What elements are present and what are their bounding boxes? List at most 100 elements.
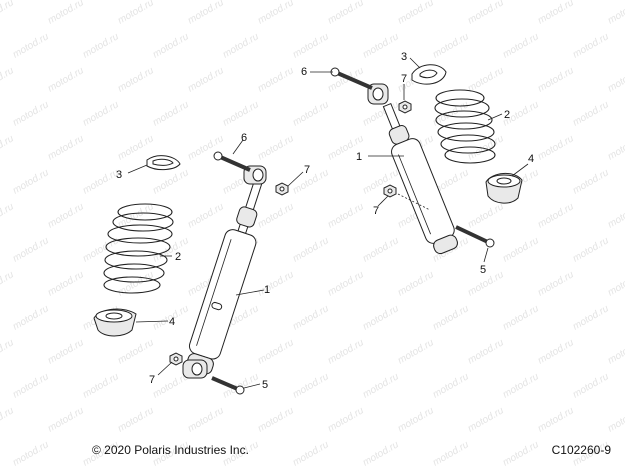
watermark-text: motod.ru bbox=[116, 337, 156, 366]
watermark-text: motod.ru bbox=[0, 201, 16, 230]
watermark-text: motod.ru bbox=[291, 235, 331, 264]
watermark-text: motod.ru bbox=[11, 303, 51, 332]
callout-left-7-upper: 7 bbox=[304, 164, 310, 176]
watermark-text: motod.ru bbox=[326, 269, 366, 298]
callout-left-1: 1 bbox=[264, 284, 270, 296]
watermark-text: motod.ru bbox=[536, 65, 576, 94]
left-upper-nut bbox=[275, 182, 289, 196]
watermark-text: motod.ru bbox=[501, 303, 541, 332]
watermark-text: motod.ru bbox=[501, 235, 541, 264]
right-spring-retainer-clip bbox=[411, 64, 447, 85]
watermark-text: motod.ru bbox=[606, 0, 625, 27]
watermark-text: motod.ru bbox=[81, 99, 121, 128]
watermark-text: motod.ru bbox=[291, 371, 331, 400]
watermark-text: motod.ru bbox=[501, 371, 541, 400]
left-lower-eyelet bbox=[182, 359, 208, 379]
watermark-text: motod.ru bbox=[326, 201, 366, 230]
watermark-text: motod.ru bbox=[116, 65, 156, 94]
callout-right-1: 1 bbox=[356, 151, 362, 163]
watermark-text: motod.ru bbox=[186, 405, 226, 434]
watermark-text: motod.ru bbox=[46, 201, 86, 230]
watermark-text: motod.ru bbox=[606, 201, 625, 230]
watermark-text: motod.ru bbox=[466, 65, 506, 94]
watermark-text: motod.ru bbox=[151, 167, 191, 196]
left-leader-lines bbox=[127, 139, 304, 389]
watermark-text: motod.ru bbox=[536, 269, 576, 298]
watermark-text: motod.ru bbox=[291, 31, 331, 60]
watermark-text: motod.ru bbox=[291, 439, 331, 468]
right-upper-bushing bbox=[367, 83, 389, 105]
left-callouts: 1 2 3 4 5 6 7 7 bbox=[116, 132, 310, 391]
watermark-text: motod.ru bbox=[571, 371, 611, 400]
right-coil-spring bbox=[434, 89, 496, 164]
watermark-text: motod.ru bbox=[186, 0, 226, 27]
watermark-text: motod.ru bbox=[606, 133, 625, 162]
watermark-text: motod.ru bbox=[0, 133, 16, 162]
watermark-text: motod.ru bbox=[501, 31, 541, 60]
right-callouts: 1 2 3 4 5 6 7 7 bbox=[301, 51, 534, 276]
watermark-text: motod.ru bbox=[466, 0, 506, 27]
watermark-text: motod.ru bbox=[11, 99, 51, 128]
watermark-text: motod.ru bbox=[431, 303, 471, 332]
watermark-text: motod.ru bbox=[46, 65, 86, 94]
watermark-text: motod.ru bbox=[46, 133, 86, 162]
watermark-text: motod.ru bbox=[46, 337, 86, 366]
right-lower-nut bbox=[383, 184, 397, 198]
watermark-text: motod.ru bbox=[81, 371, 121, 400]
watermark-text: motod.ru bbox=[256, 405, 296, 434]
right-upper-nut bbox=[398, 100, 412, 114]
watermark-text: motod.ru bbox=[431, 371, 471, 400]
watermark-text: motod.ru bbox=[501, 439, 541, 468]
watermark-text: motod.ru bbox=[536, 201, 576, 230]
watermark-text: motod.ru bbox=[256, 201, 296, 230]
watermark-text: motod.ru bbox=[396, 337, 436, 366]
watermark-text: motod.ru bbox=[0, 65, 16, 94]
left-spring-seat bbox=[93, 308, 137, 337]
left-lower-nut bbox=[169, 352, 183, 366]
watermark-text: motod.ru bbox=[151, 31, 191, 60]
watermark-text: motod.ru bbox=[606, 405, 625, 434]
copyright-notice: © 2020 Polaris Industries Inc. bbox=[92, 443, 249, 457]
watermark-text: motod.ru bbox=[46, 405, 86, 434]
watermark-text: motod.ru bbox=[396, 269, 436, 298]
watermark-text: motod.ru bbox=[11, 371, 51, 400]
callout-left-5: 5 bbox=[262, 379, 268, 391]
figure-code: C102260-9 bbox=[551, 443, 611, 457]
right-spring-seat bbox=[485, 173, 523, 204]
watermark-text: motod.ru bbox=[46, 0, 86, 27]
callout-right-2: 2 bbox=[504, 109, 510, 121]
left-coil-spring bbox=[103, 203, 174, 294]
watermark-text: motod.ru bbox=[116, 405, 156, 434]
callout-right-7-upper: 7 bbox=[401, 73, 407, 85]
watermark-text: motod.ru bbox=[571, 99, 611, 128]
watermark-text: motod.ru bbox=[291, 99, 331, 128]
watermark-text: motod.ru bbox=[431, 31, 471, 60]
left-lower-bolt bbox=[211, 376, 245, 395]
callout-left-4: 4 bbox=[169, 316, 175, 328]
watermark-text: motod.ru bbox=[326, 0, 366, 27]
watermark-text: motod.ru bbox=[396, 405, 436, 434]
watermark-text: motod.ru bbox=[116, 269, 156, 298]
watermark-text: motod.ru bbox=[571, 303, 611, 332]
watermark-text: motod.ru bbox=[606, 65, 625, 94]
watermark-text: motod.ru bbox=[0, 405, 16, 434]
watermark-text: motod.ru bbox=[11, 439, 51, 468]
watermark-text: motod.ru bbox=[256, 133, 296, 162]
callout-left-3: 3 bbox=[116, 169, 122, 181]
watermark-text: motod.ru bbox=[291, 303, 331, 332]
watermark-text: motod.ru bbox=[186, 201, 226, 230]
watermark-text: motod.ru bbox=[291, 167, 331, 196]
watermark-text: motod.ru bbox=[326, 405, 366, 434]
watermark-text: motod.ru bbox=[0, 337, 16, 366]
watermark-text: motod.ru bbox=[431, 439, 471, 468]
watermark-text: motod.ru bbox=[11, 235, 51, 264]
watermark-text: motod.ru bbox=[151, 99, 191, 128]
watermark-text: motod.ru bbox=[81, 31, 121, 60]
left-shock-absorber bbox=[186, 173, 265, 375]
left-upper-bolt bbox=[213, 151, 251, 172]
watermark-text: motod.ru bbox=[361, 235, 401, 264]
watermark-text: motod.ru bbox=[606, 269, 625, 298]
watermark-text: motod.ru bbox=[536, 337, 576, 366]
